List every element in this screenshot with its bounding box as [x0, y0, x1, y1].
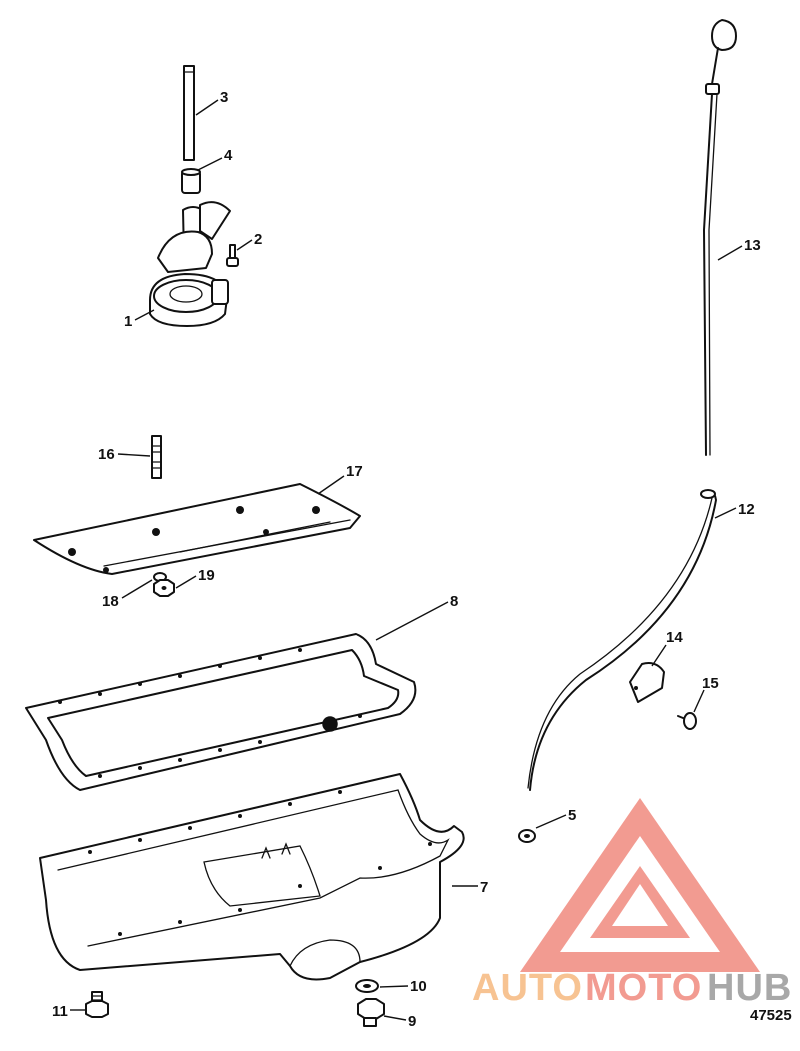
callout-13: 13: [744, 237, 761, 254]
part-1-oil-pump: [149, 201, 231, 327]
callout-10: 10: [410, 978, 427, 995]
part-19-nut: [153, 579, 175, 597]
callout-8: 8: [450, 593, 458, 610]
callout-12: 12: [738, 501, 755, 518]
part-11-bolt: [85, 991, 109, 1018]
leader-lines: [70, 99, 743, 1021]
callout-2: 2: [254, 231, 262, 248]
part-15-screw: [677, 712, 697, 730]
callout-labels: 3 4 2 1 13 12 5 14 15 16 17 18 19 8 7 10…: [52, 89, 761, 1030]
part-13-dipstick: [703, 19, 737, 456]
logo-text-hub: HUB: [707, 967, 792, 1009]
callout-9: 9: [408, 1013, 416, 1030]
part-5-washer: [518, 829, 536, 843]
logo-text-moto: MOTO: [585, 967, 702, 1009]
pan-bolt-holes: [88, 790, 432, 936]
part-16-stud: [151, 435, 162, 479]
part-8-oil-pan-gasket: [25, 633, 417, 791]
logo-text-auto: AUTO: [472, 967, 583, 1009]
part-2-bolt: [226, 244, 239, 267]
part-14-clamp: [629, 662, 665, 703]
part-12-dipstick-tube: [527, 489, 717, 791]
callout-18: 18: [102, 593, 119, 610]
callout-15: 15: [702, 675, 719, 692]
gasket-bolt-holes: [58, 648, 362, 778]
callout-14: 14: [666, 629, 683, 646]
part-4-sleeve: [181, 168, 201, 194]
automotohub-logo: AUTO MOTO HUB: [472, 798, 792, 1009]
callout-5: 5: [568, 807, 576, 824]
part-10-washer: [355, 979, 379, 993]
callout-17: 17: [346, 463, 363, 480]
part-9-drain-plug: [357, 998, 385, 1027]
part-3-shaft: [183, 65, 195, 161]
callout-3: 3: [220, 89, 228, 106]
part-17-windage-tray: [33, 483, 361, 575]
callout-4: 4: [224, 147, 233, 164]
callout-7: 7: [480, 879, 488, 896]
callout-1: 1: [124, 313, 132, 330]
callout-16: 16: [98, 446, 115, 463]
callout-11: 11: [52, 1003, 68, 1020]
figure-number: 47525: [750, 1007, 792, 1024]
callout-19: 19: [198, 567, 215, 584]
part-7-oil-pan: [39, 773, 465, 981]
